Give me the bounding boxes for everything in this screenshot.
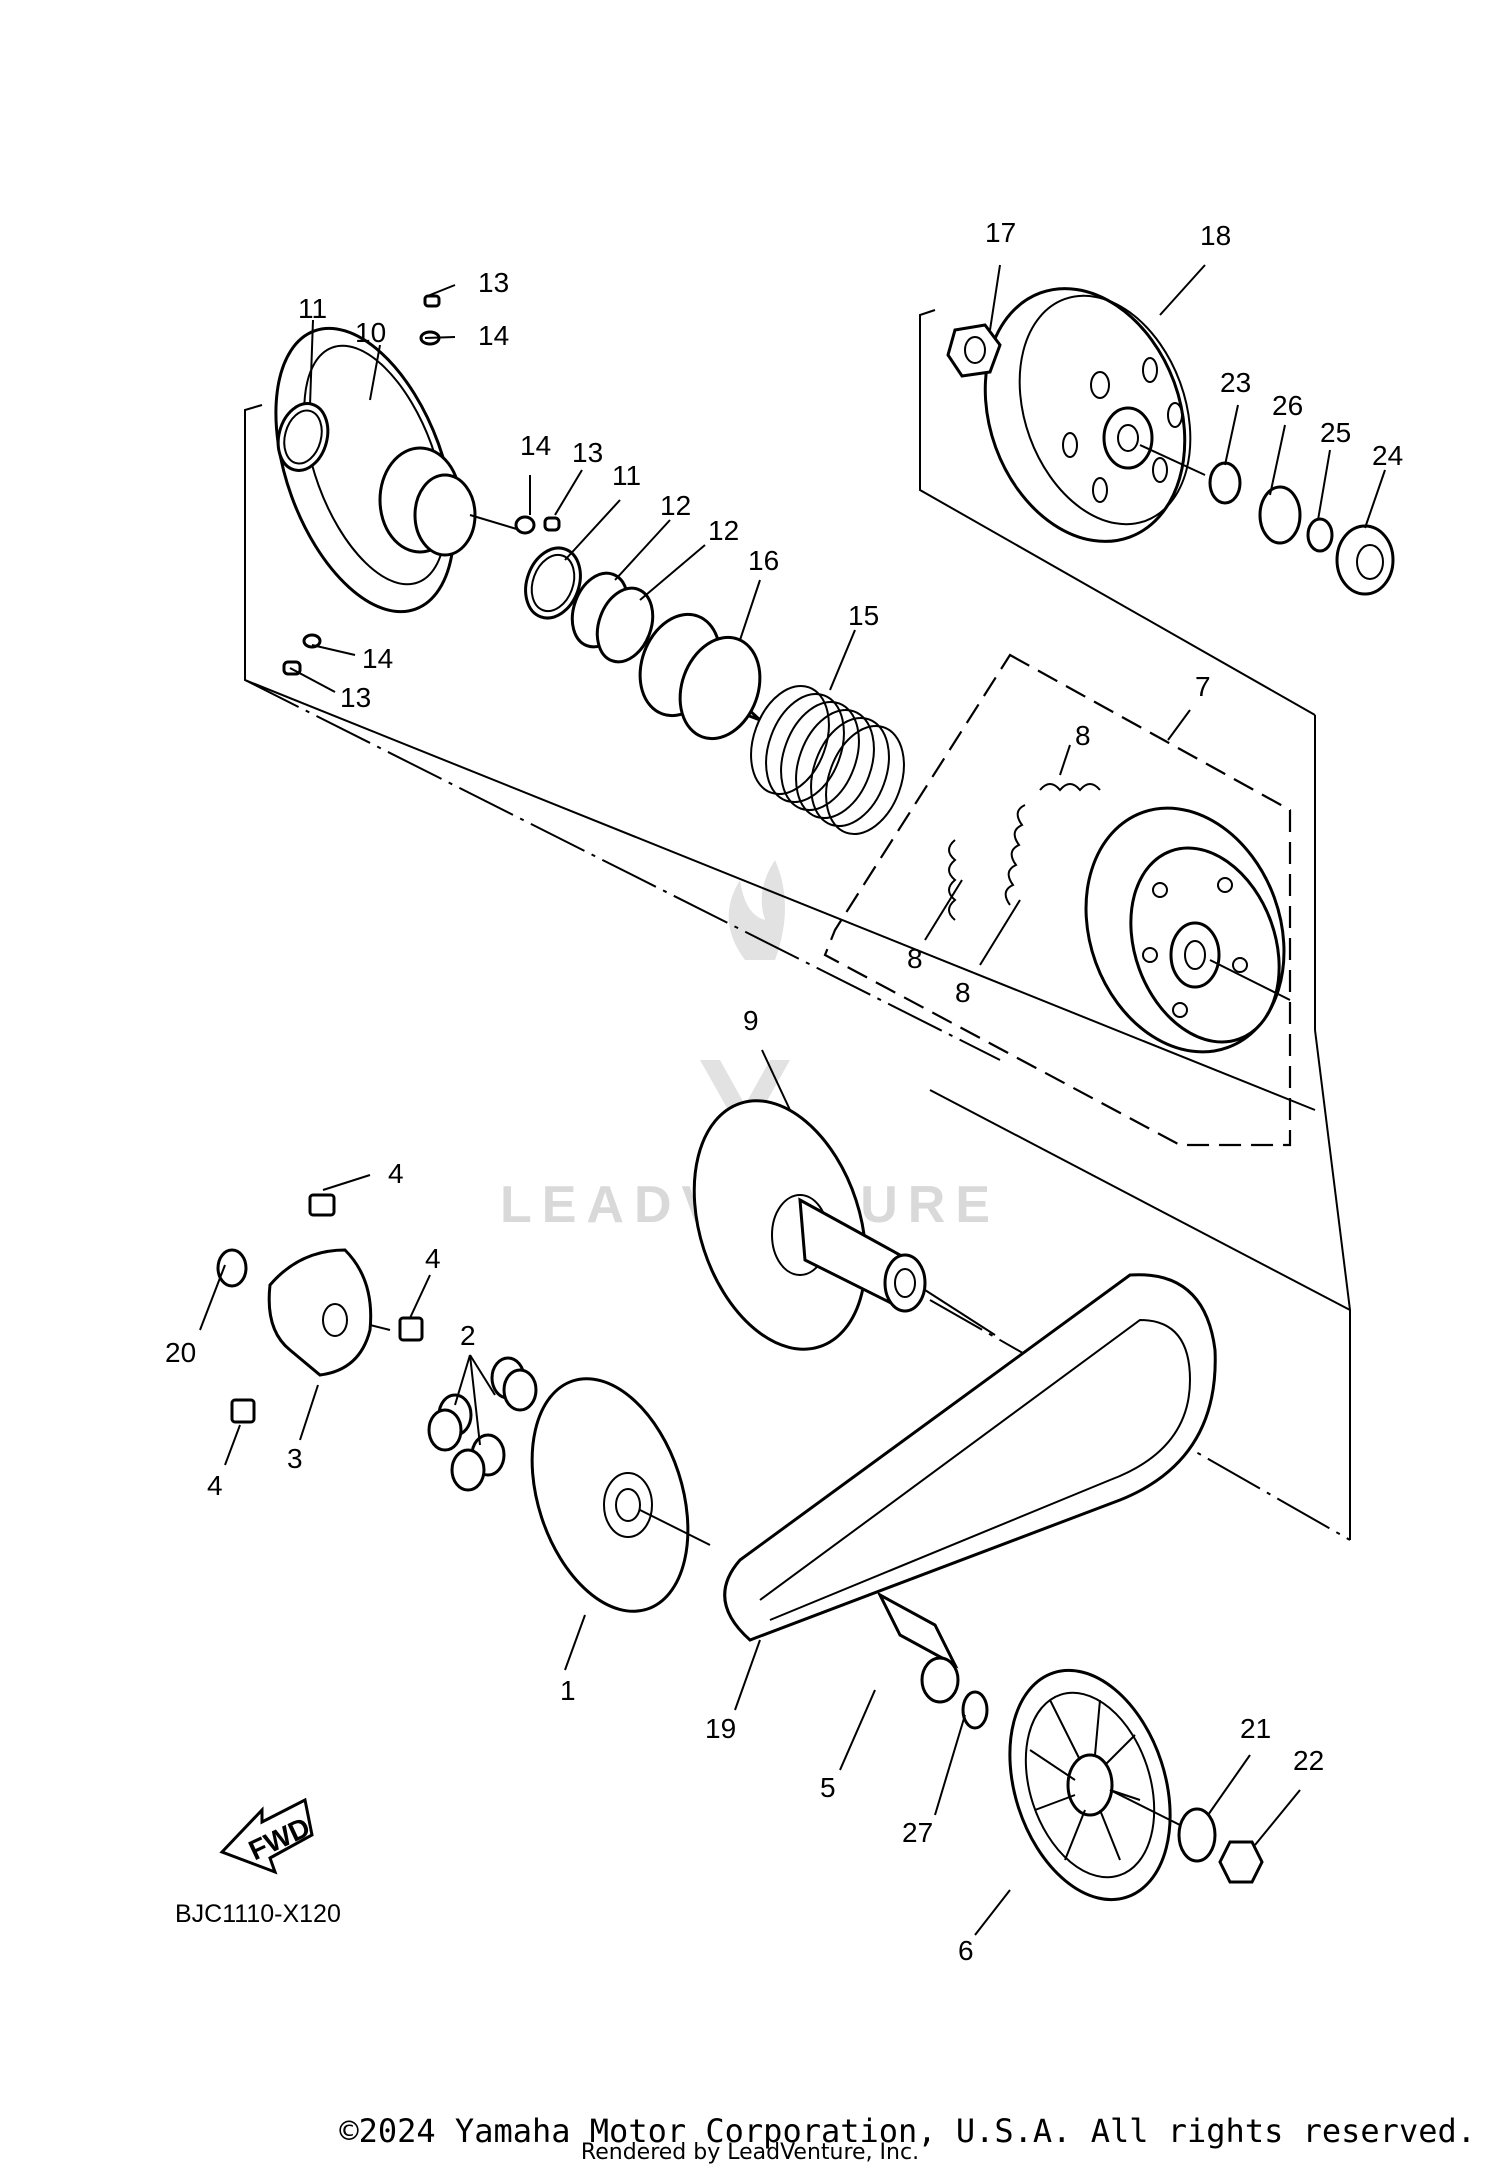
callout-15: 15 — [848, 600, 879, 631]
slider-piece-right — [398, 1316, 424, 1342]
callout-16: 16 — [748, 545, 779, 576]
weights — [427, 1356, 538, 1492]
o-ring-b — [595, 586, 655, 664]
callout-20: 20 — [165, 1337, 196, 1368]
clutch-housing — [983, 287, 1206, 543]
washer-27 — [961, 1690, 989, 1730]
callout-11-left: 11 — [298, 293, 327, 324]
slider-piece-bottom — [230, 1398, 256, 1424]
callout-19: 19 — [705, 1713, 736, 1744]
callout-8-top: 8 — [1075, 720, 1091, 751]
callout-4-bottom: 4 — [207, 1470, 223, 1501]
collar — [638, 612, 762, 741]
callout-7: 7 — [1195, 671, 1211, 702]
callout-21: 21 — [1240, 1713, 1271, 1744]
copyright-notice: ©2024 Yamaha Motor Corporation, U.S.A. A… — [339, 2112, 1476, 2150]
callouts: 1 2 3 4 4 4 5 6 7 8 8 8 9 10 11 11 12 12… — [165, 217, 1403, 1966]
callout-2: 2 — [460, 1320, 476, 1351]
compression-spring — [750, 684, 905, 836]
washer-20 — [216, 1248, 248, 1288]
slider-piece-top — [308, 1193, 336, 1217]
primary-sliding-sheave — [530, 1377, 711, 1613]
callout-26: 26 — [1272, 390, 1303, 421]
nut-22 — [1218, 1840, 1264, 1884]
callout-18: 18 — [1200, 220, 1231, 251]
secondary-sliding-sheave — [274, 326, 521, 614]
callout-23: 23 — [1220, 367, 1251, 398]
v-belt — [723, 1273, 1217, 1642]
callout-3: 3 — [287, 1443, 303, 1474]
callout-10: 10 — [355, 317, 386, 348]
callout-4-top: 4 — [388, 1158, 404, 1189]
bearing-24 — [1335, 524, 1395, 596]
callout-24: 24 — [1372, 440, 1403, 471]
callout-8-left: 8 — [907, 943, 923, 974]
collar-25 — [1306, 517, 1334, 553]
primary-collar — [876, 1591, 960, 1704]
callout-14-top: 14 — [478, 320, 509, 351]
guide-pins — [282, 294, 561, 676]
clutch-springs — [948, 783, 1101, 921]
callout-25: 25 — [1320, 417, 1351, 448]
leader-lines — [199, 264, 1386, 1936]
cam — [267, 1248, 391, 1377]
callout-27: 27 — [902, 1817, 933, 1848]
washer-21 — [1177, 1807, 1217, 1863]
callout-13-bottom: 13 — [340, 682, 371, 713]
callout-11-right: 11 — [612, 460, 641, 491]
primary-fixed-sheave — [1008, 1668, 1181, 1902]
callout-6: 6 — [958, 1935, 974, 1966]
rendered-by-note: Rendered by LeadVenture, Inc. — [580, 2140, 920, 2165]
nut-17 — [946, 323, 1002, 378]
fwd-arrow: FWD — [219, 1797, 315, 1875]
bearing-spacer-23 — [1208, 461, 1242, 505]
clutch-carrier — [1084, 806, 1291, 1054]
callout-8-right: 8 — [955, 977, 971, 1008]
callout-5: 5 — [820, 1772, 836, 1803]
callout-17: 17 — [985, 217, 1016, 248]
callout-14-mid: 14 — [520, 430, 551, 461]
secondary-fixed-sheave — [692, 1099, 996, 1351]
callout-12-b: 12 — [708, 515, 739, 546]
diagram-code: BJC1110-X120 — [175, 1900, 341, 1928]
callout-12-a: 12 — [660, 490, 691, 521]
callout-9: 9 — [743, 1005, 759, 1036]
callout-4-right: 4 — [425, 1243, 441, 1274]
circlip-26 — [1258, 485, 1302, 545]
callout-13-top: 13 — [478, 267, 509, 298]
callout-1: 1 — [560, 1675, 576, 1706]
callout-13-mid: 13 — [572, 437, 603, 468]
callout-22: 22 — [1293, 1745, 1324, 1776]
callout-14-bottom: 14 — [362, 643, 393, 674]
